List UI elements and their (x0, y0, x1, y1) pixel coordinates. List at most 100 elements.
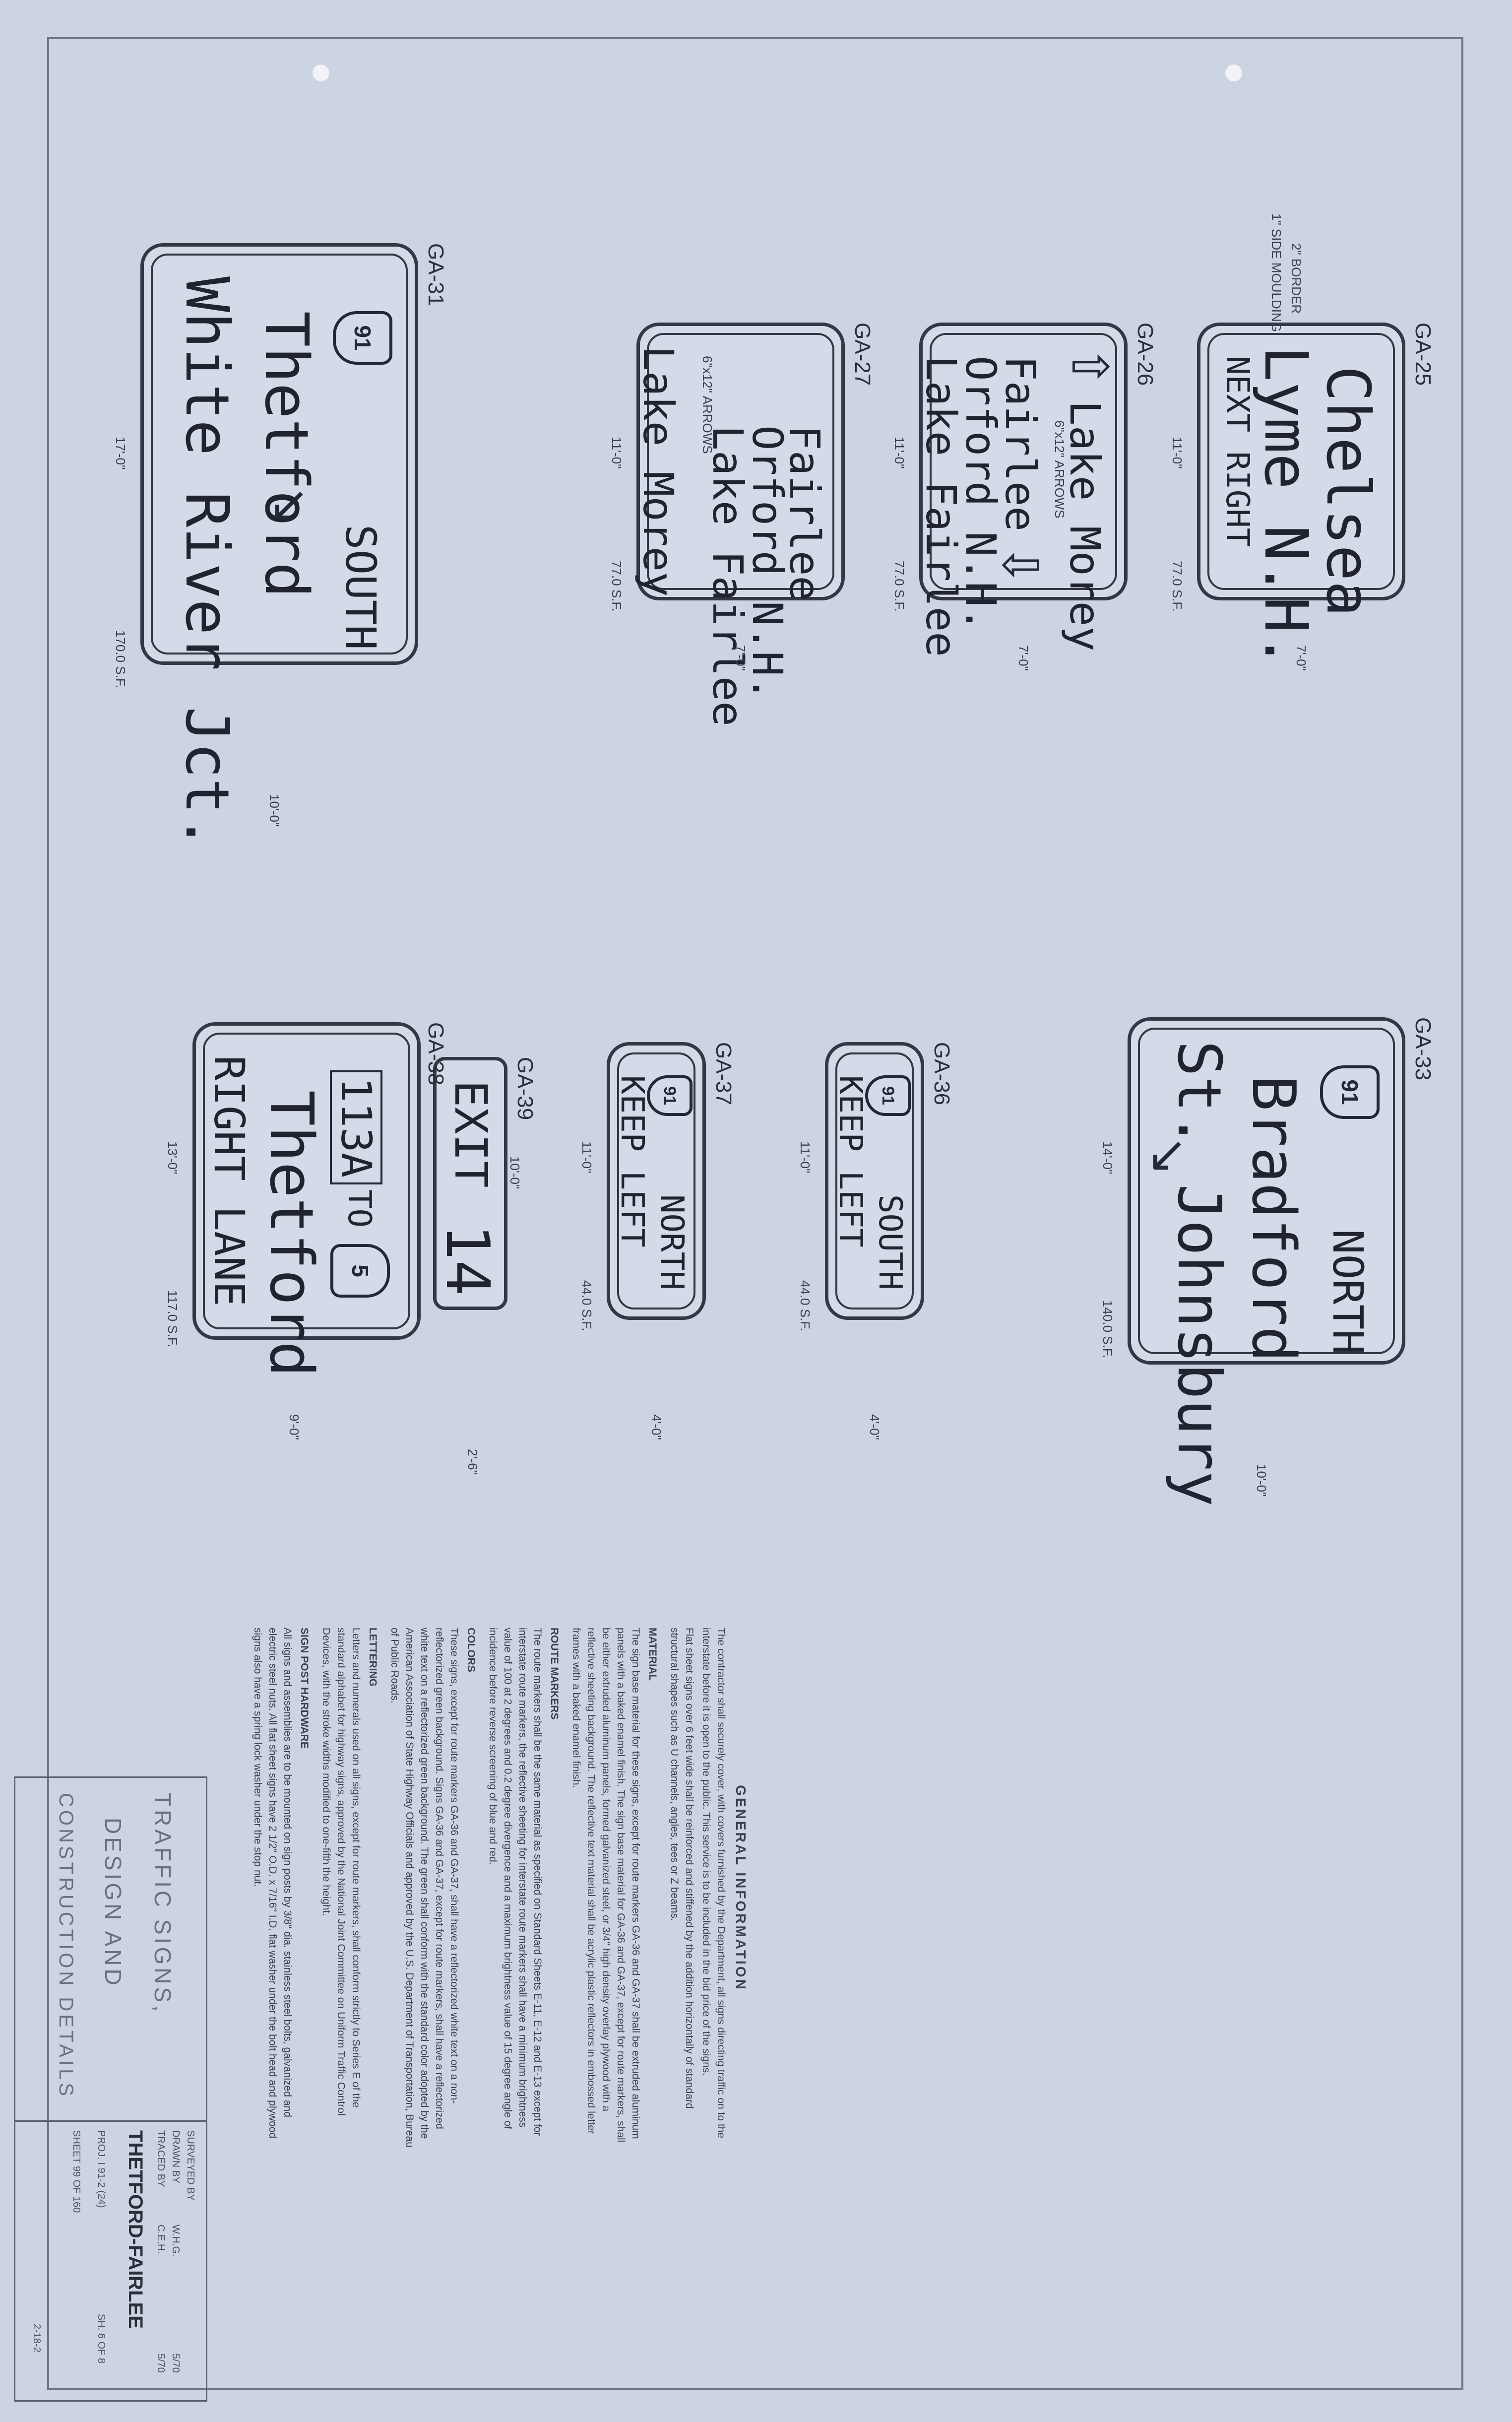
border-label: 2" BORDER (1289, 243, 1304, 314)
interstate-91-shield-icon: 91 (865, 1075, 911, 1116)
notes-markers: The route markers shall be the same mate… (487, 1628, 543, 2136)
drawing-border (47, 37, 1463, 2390)
notes-lettering-title: LETTERING (367, 1628, 378, 1687)
sign-line: Lyme N.H. (1251, 346, 1320, 669)
sign-area: 170.0 S.F. (113, 630, 128, 689)
sign-line: White River Jct. (172, 276, 241, 850)
arrows-note: 6"x12" ARROWS (700, 356, 715, 454)
drawn-date: 5/70 (170, 2354, 181, 2373)
sign-height: 7'-0" (1294, 645, 1309, 671)
sign-height: 10'-0" (1254, 1464, 1269, 1497)
sign-line: Chelsea (1313, 366, 1382, 617)
sign-id: GA-31 (424, 243, 448, 307)
sheet-number: SHEET 99 OF 160 (71, 2130, 82, 2213)
sign-line: TO (341, 1189, 378, 1228)
sign-id: GA-26 (1133, 323, 1157, 386)
sign-id: GA-39 (513, 1057, 537, 1120)
sign-width: 10'-0" (507, 1156, 522, 1189)
sign-height: 9'-0" (287, 1414, 302, 1440)
notes-lettering: Letters and numerals used on all signs, … (320, 1628, 362, 2116)
sign-ga-27: Fairlee Orford N.H. Lake Fairlee 6"x12" … (634, 323, 845, 726)
sign-line: KEEP LEFT (832, 1075, 869, 1247)
notes-hardware: All signs and assemblies are to be mount… (252, 1628, 293, 2139)
sign-area: 44.0 S.F. (579, 1280, 594, 1331)
project-number: PROJ. I 91-2 (24) (96, 2130, 107, 2208)
arrow-down-right-icon: ↘ (1141, 1135, 1197, 1177)
sign-line: 113A (330, 1070, 382, 1185)
project-name: THETFORD-FAIRLEE (125, 2130, 146, 2329)
interstate-91-shield-icon: 91 (647, 1075, 693, 1116)
route-direction: SOUTH (336, 524, 385, 650)
sign-ga-39: EXIT 14 (433, 1057, 507, 1310)
sign-area: 117.0 S.F. (165, 1290, 180, 1348)
sign-width: 14'-0" (1100, 1141, 1115, 1175)
sign-line: NEXT RIGHT (1219, 356, 1256, 547)
route-direction: SOUTH (872, 1194, 908, 1290)
traced-date: 5/70 (155, 2354, 166, 2373)
traced-by-value: C.E.H. (155, 2225, 166, 2254)
moulding-label: 1" SIDE MOULDING (1269, 213, 1284, 332)
notes-heading: GENERAL INFORMATION (733, 1785, 749, 1991)
title-line: DESIGN AND (100, 1818, 126, 1988)
sign-line: KEEP LEFT (614, 1075, 650, 1247)
arrow-left-icon: ⇧ (1062, 346, 1117, 388)
notes-hardware-title: SIGN POST HARDWARE (299, 1628, 310, 1749)
title-block: TRAFFIC SIGNS, DESIGN AND CONSTRUCTION D… (14, 1776, 207, 2402)
sign-height: 4'-0" (649, 1414, 664, 1440)
sign-id: GA-25 (1411, 323, 1435, 386)
general-notes: GENERAL INFORMATION The contractor shall… (248, 1628, 749, 2149)
sign-ga-33: 91 NORTH Bradford St. Johnsbury ↘ (1128, 1017, 1405, 1506)
route-direction: NORTH (653, 1194, 690, 1290)
sign-area: 140.0 S.F. (1100, 1300, 1115, 1359)
us-5-shield-icon: 5 (330, 1244, 390, 1298)
sign-ga-26: ⇧ Lake Morey 6"x12" ARROWS Fairlee Orfor… (917, 323, 1128, 657)
sign-width: 11'-0" (579, 1141, 594, 1174)
sign-width: 11'-0" (609, 437, 624, 469)
traced-by: TRACED BY (155, 2130, 166, 2187)
title-line: TRAFFIC SIGNS, (150, 1793, 176, 2015)
notes-colors: These signs, except for route markers GA… (389, 1628, 460, 2148)
sign-height: 7'-0" (733, 645, 748, 671)
notes-material-title: MATERIAL (647, 1628, 658, 1681)
sign-height: 4'-0" (867, 1414, 882, 1440)
title-block-left: TRAFFIC SIGNS, DESIGN AND CONSTRUCTION D… (15, 1778, 206, 2122)
drawing-code: 2-18-2 (31, 2324, 42, 2353)
sign-line: Thetford (256, 1090, 325, 1377)
exit-number: 14 (433, 1224, 502, 1296)
sign-height: 7'-0" (1016, 645, 1031, 671)
sheet-of: SH. 6 OF 8 (96, 2314, 107, 2364)
sign-ga-38: 113A TO 5 Thetford RIGHT LANE (192, 1022, 421, 1377)
sign-area: 77.0 S.F. (892, 561, 907, 612)
sign-id: GA-38 (424, 1022, 448, 1086)
route-direction: NORTH (1323, 1229, 1372, 1355)
sign-line: RIGHT LANE (205, 1055, 253, 1307)
sign-line: Lake Fairlee (703, 425, 752, 726)
exit-label: EXIT (444, 1080, 497, 1188)
drawn-by: DRAWN BY (170, 2130, 181, 2184)
sign-id: GA-36 (930, 1042, 954, 1106)
notes-intro: The contractor shall securely cover, wit… (700, 1628, 727, 2139)
sign-line: St. Johnsbury (1164, 1041, 1233, 1507)
sign-width: 11'-0" (1170, 437, 1185, 469)
notes-material: The sign base material for these signs, … (570, 1628, 641, 2143)
sign-width: 13'-0" (165, 1141, 180, 1175)
arrows-note: 6"x12" ARROWS (1052, 420, 1067, 519)
sign-width: 11'-0" (798, 1141, 813, 1174)
sign-id: GA-33 (1411, 1017, 1435, 1081)
sign-ga-25: Chelsea Lyme N.H. NEXT RIGHT (1197, 323, 1405, 668)
sign-id: GA-37 (711, 1042, 736, 1106)
sign-ga-36: 91 SOUTH KEEP LEFT (825, 1042, 924, 1320)
sign-line: Lake Morey (634, 346, 683, 597)
interstate-91-shield-icon: 91 (333, 311, 392, 365)
notes-markers-title: ROUTE MARKERS (549, 1628, 560, 1720)
sign-height: 10'-0" (267, 794, 282, 827)
punch-hole (1225, 65, 1242, 81)
sign-ga-37: 91 NORTH KEEP LEFT (607, 1042, 706, 1320)
sign-area: 77.0 S.F. (609, 561, 624, 612)
punch-hole (313, 65, 329, 81)
sign-id: GA-27 (850, 323, 875, 386)
sign-width: 11'-0" (892, 437, 907, 469)
sign-line: Bradford (1239, 1075, 1308, 1362)
